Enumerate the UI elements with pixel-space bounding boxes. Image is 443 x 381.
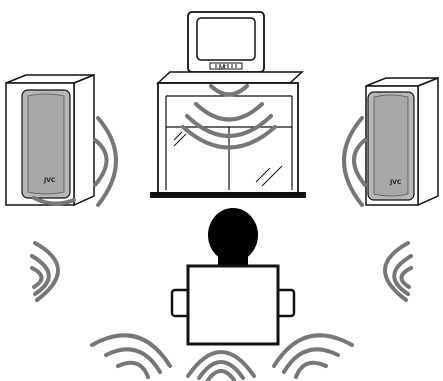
right-speaker-waves	[344, 118, 365, 205]
left-speaker-logo: JVC	[43, 177, 56, 184]
left-speaker-icon: JVC	[6, 75, 94, 205]
right-speaker-icon: JVC	[366, 78, 438, 205]
right-speaker-logo: JVC	[389, 179, 402, 186]
television-icon: JVC	[188, 12, 264, 72]
bottom-right-surround-waves	[274, 335, 352, 377]
left-side-surround-waves	[32, 243, 58, 300]
bottom-center-surround-waves	[188, 352, 254, 380]
bottom-left-surround-waves	[92, 335, 170, 377]
tv-logo: JVC	[218, 65, 228, 71]
listener-silhouette-icon	[172, 208, 294, 344]
right-side-surround-waves	[385, 243, 411, 300]
